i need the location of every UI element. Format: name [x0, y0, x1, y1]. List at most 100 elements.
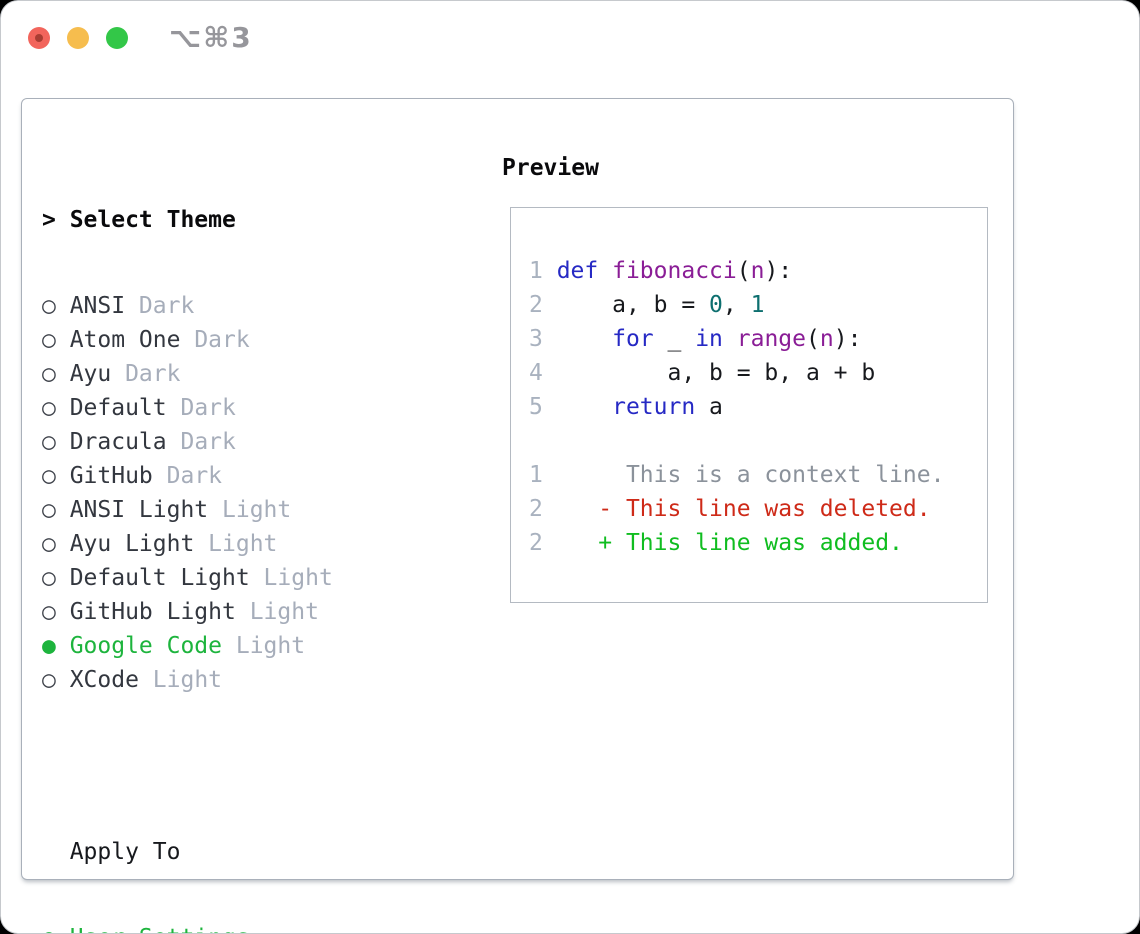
- radio-icon: ○: [42, 361, 56, 387]
- theme-name: Dracula: [69, 429, 167, 455]
- theme-variant-tag: Light: [138, 667, 223, 693]
- line-number: 1: [529, 462, 543, 488]
- theme-name: Default Light: [69, 565, 250, 591]
- theme-list: ○ANSI Dark○Atom One Dark○Ayu Dark○Defaul…: [42, 289, 430, 697]
- code-token: 1: [750, 292, 765, 318]
- minimize-button[interactable]: [67, 27, 89, 49]
- code-line: 2 - This line was deleted.: [529, 492, 987, 526]
- theme-option-dracula[interactable]: ○Dracula Dark: [42, 425, 430, 459]
- theme-list-pane: >Select Theme ○ANSI Dark○Atom One Dark○A…: [42, 151, 430, 933]
- code-token: (: [806, 326, 820, 352]
- theme-option-google-code[interactable]: ● Google Code Light: [42, 629, 430, 663]
- select-theme-title: Select Theme: [69, 207, 236, 233]
- code-token: ):: [833, 326, 862, 352]
- theme-option-ayu[interactable]: ○ Ayu Dark: [42, 357, 430, 391]
- code-token: a: [695, 394, 723, 420]
- code-token: n: [750, 258, 765, 284]
- theme-variant-tag: Dark: [152, 463, 223, 489]
- theme-option-github-light[interactable]: ○ GitHub Light Light: [42, 595, 430, 629]
- code-token: def: [556, 258, 599, 284]
- theme-variant-tag: Light: [194, 531, 278, 557]
- theme-variant-tag: Dark: [166, 429, 236, 455]
- apply-to-title: Apply To: [69, 839, 181, 865]
- code-line: 2 + This line was added.: [529, 526, 987, 560]
- theme-name: Atom One: [69, 327, 181, 353]
- code-token: a, b =: [556, 292, 710, 318]
- code-line: 5 return a: [529, 390, 987, 424]
- code-token: This is a context line.: [556, 462, 945, 488]
- theme-option-xcode[interactable]: ○XCode Light: [42, 663, 430, 697]
- close-button[interactable]: [28, 27, 50, 49]
- code-token: a, b = b, a + b: [556, 360, 876, 386]
- apply-to-list: ●User Settings○Workspace Settings: [42, 921, 430, 933]
- radio-selected-icon: ●: [42, 921, 70, 933]
- theme-name: Google Code: [69, 633, 223, 659]
- apply-to-header: Apply To: [42, 835, 430, 869]
- theme-name: Ayu: [69, 361, 112, 387]
- code-line: 1 def fibonacci(n):: [529, 254, 987, 288]
- theme-variant-tag: Light: [222, 633, 306, 659]
- radio-selected-icon: ●: [42, 633, 56, 659]
- unsaved-dot-icon: [35, 34, 43, 42]
- theme-option-ayu-light[interactable]: ○ Ayu Light Light: [42, 527, 430, 561]
- code-token: range: [736, 326, 806, 352]
- code-line: 3 for _ in range(n):: [529, 322, 987, 356]
- line-number: 1: [529, 258, 543, 284]
- theme-name: ANSI: [69, 293, 126, 319]
- theme-variant-tag: Light: [208, 497, 292, 523]
- code-token: - This line was deleted.: [556, 496, 931, 522]
- code-line: 1 This is a context line.: [529, 458, 987, 492]
- theme-option-default-light[interactable]: ○ Default Light Light: [42, 561, 430, 595]
- theme-variant-tag: Dark: [125, 293, 195, 319]
- zoom-button[interactable]: [106, 27, 128, 49]
- theme-option-ansi-light[interactable]: ○ANSI Light Light: [42, 493, 430, 527]
- theme-variant-tag: Dark: [166, 395, 236, 421]
- code-line: 2 a, b = 0, 1: [529, 288, 987, 322]
- theme-variant-tag: Dark: [180, 327, 250, 353]
- code-token: [557, 326, 612, 352]
- theme-name: Default: [69, 395, 167, 421]
- apply-option-user-settings[interactable]: ●User Settings: [42, 921, 430, 933]
- code-blank-line: [529, 424, 987, 458]
- code-token: (: [736, 258, 751, 284]
- theme-variant-tag: Light: [235, 599, 319, 625]
- radio-icon: ○: [42, 327, 56, 353]
- theme-option-github[interactable]: ○GitHub Dark: [42, 459, 430, 493]
- apply-option-label: User Settings: [70, 925, 250, 933]
- line-number: 2: [529, 292, 543, 318]
- code-token: [598, 258, 612, 284]
- theme-name: Ayu Light: [69, 531, 195, 557]
- code-token: return: [612, 394, 696, 420]
- theme-name: GitHub Light: [69, 599, 236, 625]
- theme-variant-tag: Dark: [111, 361, 181, 387]
- line-number: 4: [529, 360, 543, 386]
- preview-title: Preview: [502, 155, 599, 181]
- theme-option-atom-one[interactable]: ○ Atom One Dark: [42, 323, 430, 357]
- radio-icon: ○: [42, 599, 56, 625]
- code-token: [557, 394, 612, 420]
- code-token: fibonacci: [612, 258, 737, 284]
- window-shortcut-label: ⌥⌘3: [169, 21, 253, 54]
- radio-icon: ○: [42, 565, 56, 591]
- radio-icon: ○: [42, 293, 56, 319]
- code-token: ,: [722, 292, 751, 318]
- code-token: 0: [709, 292, 723, 318]
- theme-name: XCode: [69, 667, 139, 693]
- code-token: ):: [764, 258, 793, 284]
- theme-variant-tag: Light: [249, 565, 333, 591]
- line-number: 3: [529, 326, 543, 352]
- line-number: 5: [529, 394, 543, 420]
- code-line: 4 a, b = b, a + b: [529, 356, 987, 390]
- select-theme-header: > Select Theme: [42, 203, 430, 237]
- theme-option-ansi[interactable]: ○ ANSI Dark: [42, 289, 430, 323]
- line-number: 2: [529, 496, 543, 522]
- code-token: n: [819, 326, 834, 352]
- radio-icon: ○: [42, 531, 56, 557]
- theme-option-default[interactable]: ○Default Dark: [42, 391, 430, 425]
- line-number: 2: [529, 530, 543, 556]
- code-token: [723, 326, 737, 352]
- cursor-icon: >: [42, 207, 56, 233]
- spacer: [42, 749, 430, 783]
